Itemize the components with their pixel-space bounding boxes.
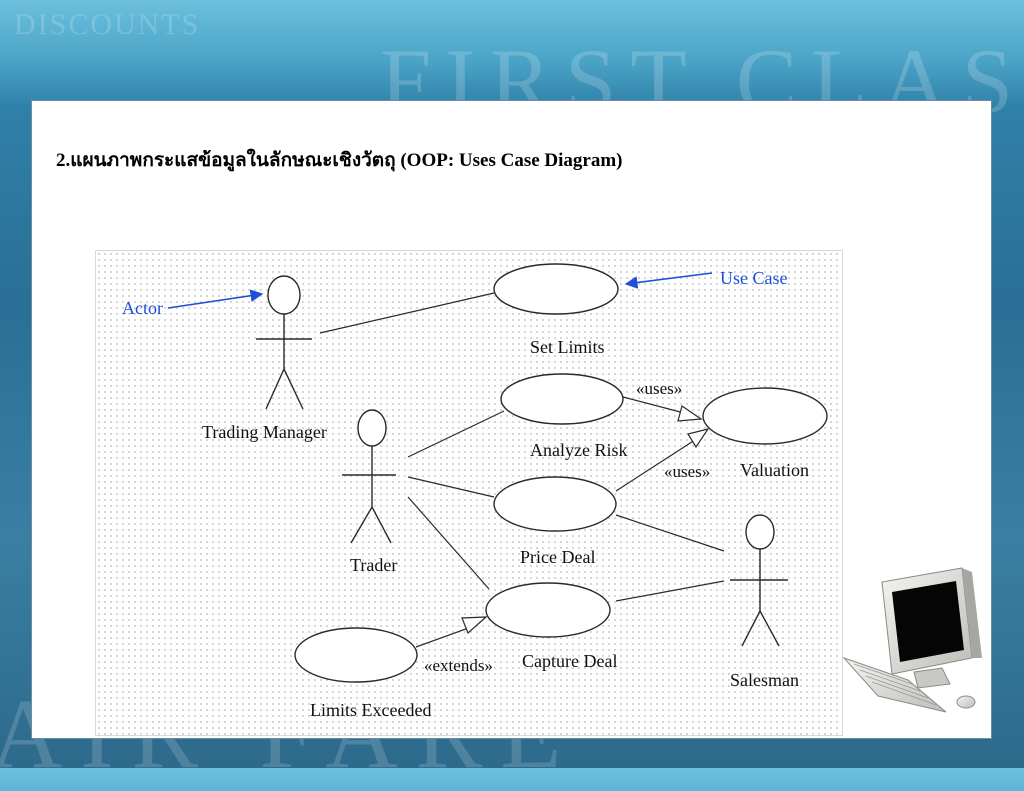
use-case-label-valuation: Valuation xyxy=(740,460,809,480)
use-case-price-deal xyxy=(493,476,617,532)
association-lines xyxy=(319,292,725,602)
actor-pointer-arrow xyxy=(167,289,264,309)
computer-clipart-icon xyxy=(842,567,982,713)
use-case-valuation xyxy=(702,387,828,445)
use-case-label-limits-exceeded: Limits Exceeded xyxy=(310,700,431,720)
actor-label-trader: Trader xyxy=(350,555,397,575)
slide-title: 2.แผนภาพกระแสข้อมูลในลักษณะเชิงวัตถุ (OO… xyxy=(56,150,623,171)
use-case-label-price-deal: Price Deal xyxy=(520,547,595,567)
use-case-diagram: Actor Use Case Trading Manager Trader xyxy=(95,250,843,736)
relation-label-extends: «extends» xyxy=(424,656,493,675)
actor-pointer-label: Actor xyxy=(122,298,163,318)
actor-salesman xyxy=(730,514,788,647)
use-case-analyze-risk xyxy=(500,373,624,425)
use-case-label-capture-deal: Capture Deal xyxy=(522,651,617,671)
actor-trading-manager xyxy=(256,275,312,410)
use-case-label-analyze-risk: Analyze Risk xyxy=(530,440,627,460)
use-case-set-limits xyxy=(493,263,619,315)
actor-trader xyxy=(342,409,396,544)
use-case-limits-exceeded xyxy=(294,627,418,683)
relation-limits-exceeded-extends-capture-deal xyxy=(415,616,488,648)
background-word-discounts: DISCOUNTS xyxy=(14,8,201,41)
actor-label-salesman: Salesman xyxy=(730,670,799,690)
use-case-diagram-canvas: Actor Use Case Trading Manager Trader xyxy=(122,263,828,720)
actor-label-trading-manager: Trading Manager xyxy=(202,422,327,442)
use-case-pointer-arrow xyxy=(624,272,713,289)
use-case-capture-deal xyxy=(485,582,611,638)
relation-label-uses-1: «uses» xyxy=(636,379,682,398)
relation-label-uses-2: «uses» xyxy=(664,462,710,481)
relation-price-deal-uses-valuation xyxy=(615,428,710,492)
use-case-pointer-label: Use Case xyxy=(720,268,787,288)
use-case-label-set-limits: Set Limits xyxy=(530,337,605,357)
relation-analyze-risk-uses-valuation xyxy=(622,396,703,422)
